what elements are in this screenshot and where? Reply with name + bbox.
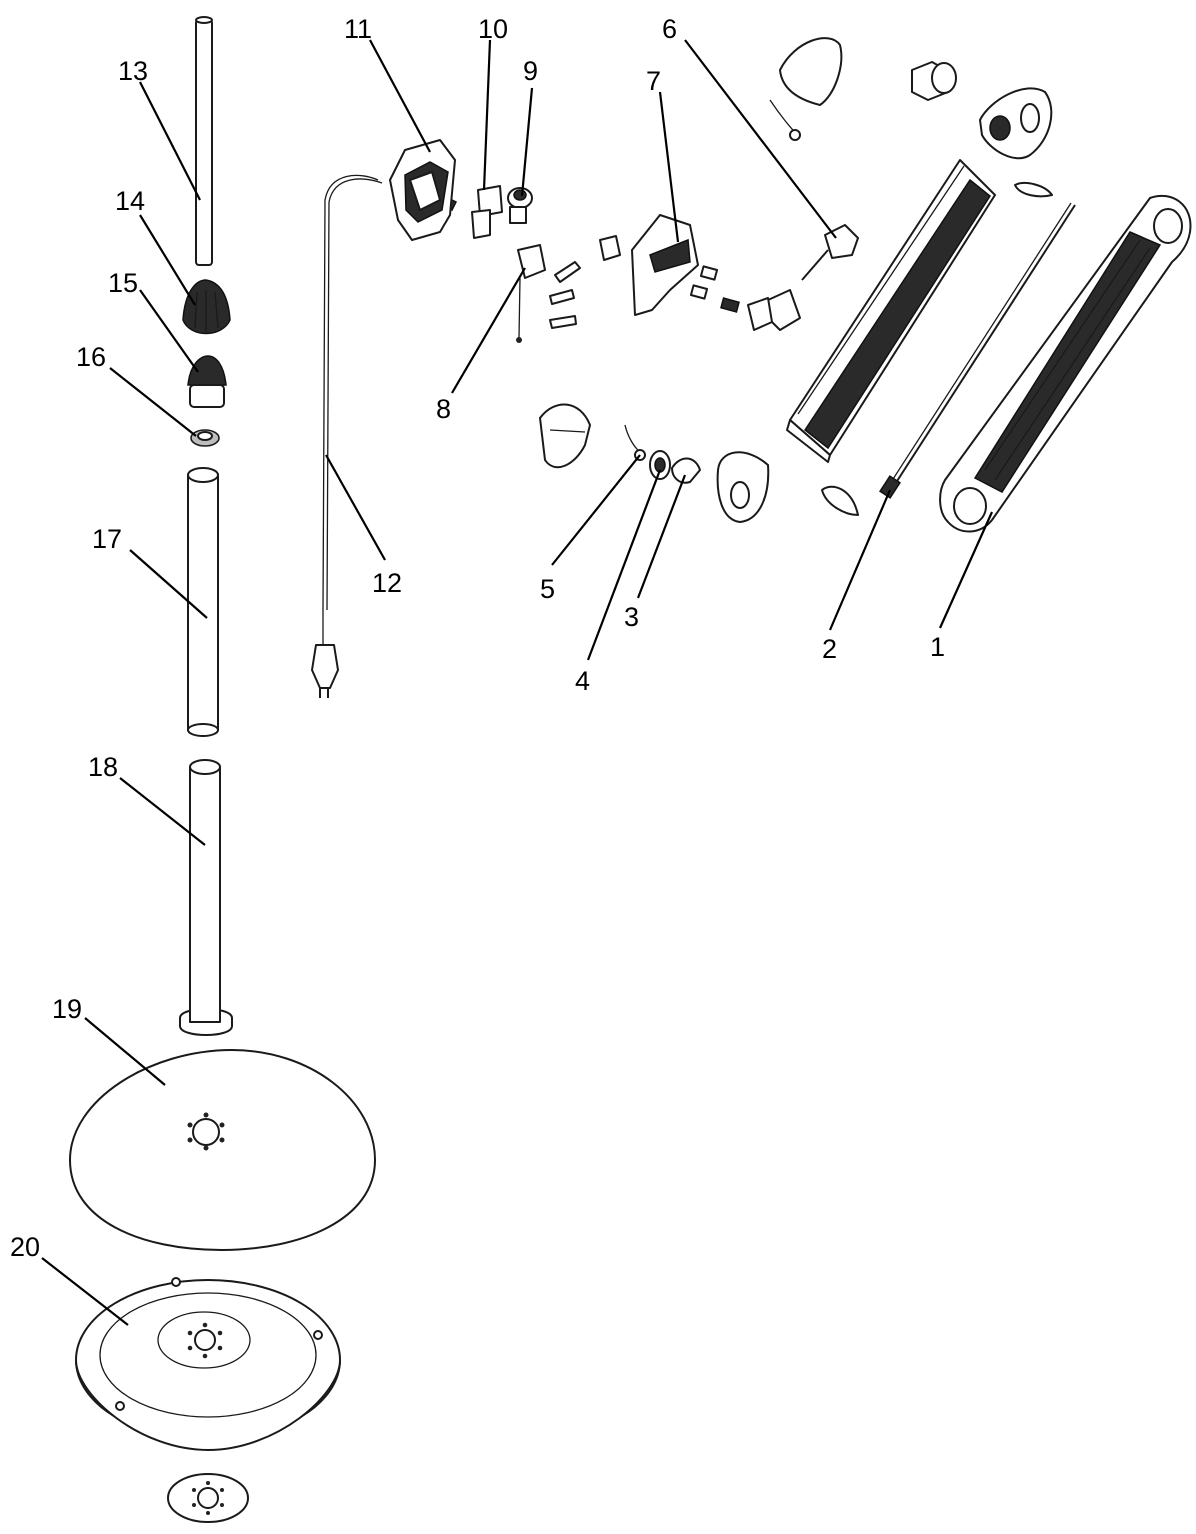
callout-8: 8 [436, 394, 451, 424]
right-end-caps [769, 37, 1053, 516]
part-9-switch-knob [507, 187, 533, 224]
callout-14: 14 [115, 186, 145, 216]
part-3-pivot-cone [671, 457, 701, 484]
callout-6: 6 [662, 14, 677, 44]
leader-3 [636, 474, 687, 599]
leader-5 [551, 454, 641, 566]
leader-11 [369, 39, 431, 153]
callout-3: 3 [624, 602, 639, 632]
callout-18: 18 [88, 752, 118, 782]
part-11-control-housing [389, 139, 456, 241]
callout-13: 13 [118, 56, 148, 86]
part-14-dome-cap [182, 279, 231, 335]
leader-19 [84, 1017, 166, 1086]
leader-4 [586, 469, 662, 661]
leader-8 [451, 267, 526, 394]
callout-5: 5 [540, 574, 555, 604]
callout-7: 7 [646, 66, 661, 96]
part-2-heating-element [879, 202, 1076, 499]
leader-15 [139, 289, 199, 373]
reflector-housing [786, 159, 996, 463]
part-7-bracket [599, 214, 801, 331]
part-12-power-cord [311, 174, 383, 698]
callout-16: 16 [76, 342, 106, 372]
callout-4: 4 [575, 666, 590, 696]
part-6-adjustment-knob [801, 224, 859, 281]
leader-17 [129, 549, 208, 619]
part-18-lower-pole [179, 759, 233, 1036]
part-13-top-pole [195, 16, 213, 266]
leader-16 [109, 367, 197, 437]
part-1-heater-grille [939, 194, 1192, 533]
leader-18 [119, 777, 206, 846]
callout-numbers: 1 2 3 4 5 6 7 8 9 10 11 12 13 14 15 16 1… [10, 14, 945, 1262]
callout-1: 1 [930, 632, 945, 662]
callout-15: 15 [108, 268, 138, 298]
small-clips [549, 261, 581, 329]
part-20-base [75, 1277, 341, 1451]
base-bottom-plate [167, 1473, 249, 1523]
callout-2: 2 [822, 634, 837, 664]
leader-1 [938, 511, 994, 629]
leader-13 [139, 81, 201, 201]
leader-10 [482, 39, 492, 191]
part-16-nut [190, 429, 220, 447]
leader-9 [520, 87, 534, 197]
leader-14 [139, 214, 196, 306]
left-end-caps [539, 403, 770, 523]
callout-17: 17 [92, 524, 122, 554]
part-4-washer [649, 450, 671, 480]
part-5-screw-wire [624, 424, 646, 461]
leader-20 [41, 1257, 129, 1326]
leader-12 [325, 454, 386, 561]
callout-20: 20 [10, 1232, 40, 1262]
callout-11: 11 [344, 14, 372, 44]
leader-7 [658, 91, 680, 243]
part-19-base-cover [69, 1049, 376, 1251]
part-10-switch [445, 185, 503, 239]
callout-19: 19 [52, 994, 82, 1024]
callout-12: 12 [372, 568, 402, 598]
callout-9: 9 [523, 56, 538, 86]
leader-6 [684, 39, 837, 239]
leader-lines [41, 39, 994, 1326]
part-8-terminal-block [516, 244, 546, 343]
callout-10: 10 [478, 14, 508, 44]
part-17-middle-pole [187, 467, 219, 737]
part-15-joint [187, 355, 227, 408]
leader-2 [828, 489, 892, 631]
